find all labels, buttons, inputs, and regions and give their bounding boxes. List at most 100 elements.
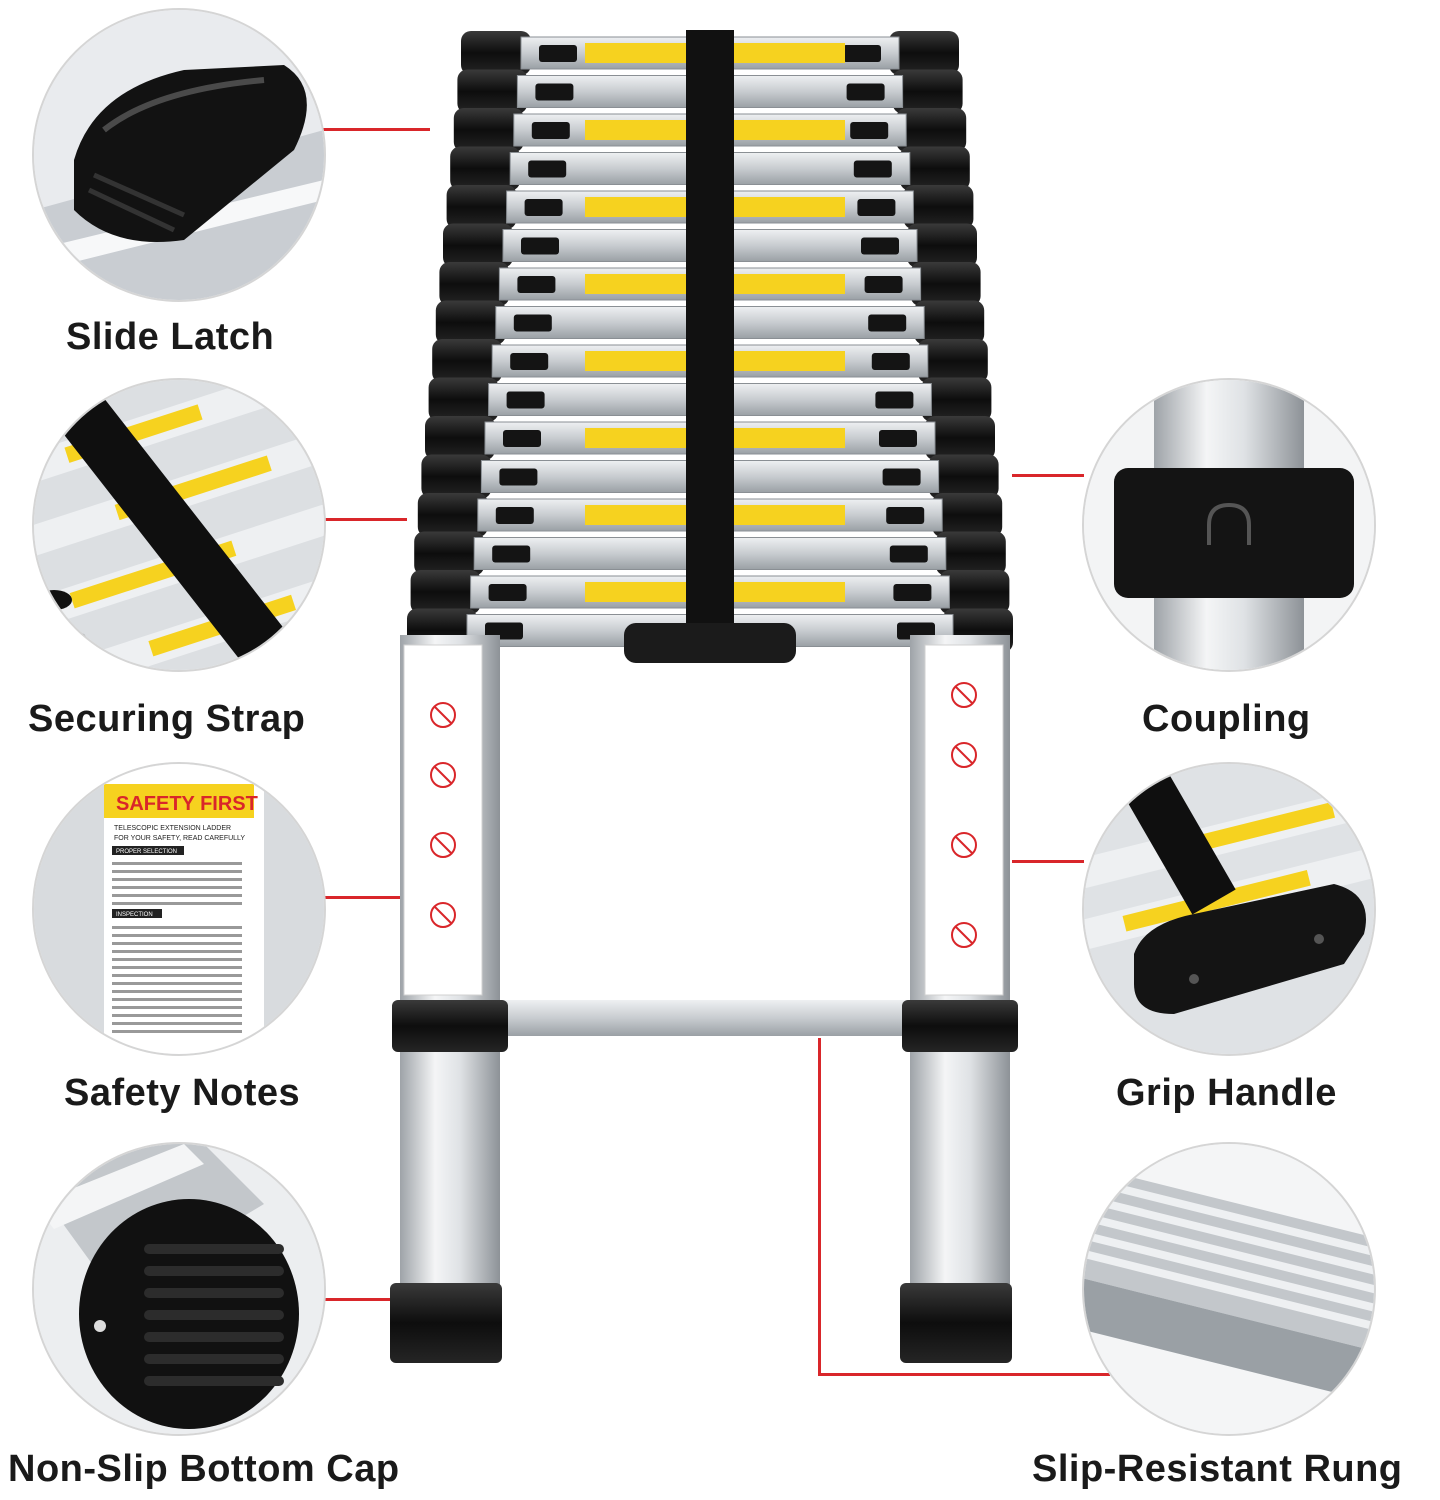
text-line (112, 974, 242, 977)
label-safety-notes: Safety Notes (64, 1072, 301, 1114)
rung-end-cap (492, 545, 531, 563)
text-line (112, 894, 242, 897)
leader-rung-vertical (818, 1038, 821, 1376)
rung-end-cap (535, 83, 574, 101)
rung-end-cap (499, 468, 538, 486)
prohibition-symbol (951, 682, 977, 708)
text-line (112, 902, 242, 905)
text-line (112, 982, 242, 985)
text-line (112, 1030, 242, 1033)
rung-end-cap (864, 276, 903, 293)
stile-coupling (914, 300, 985, 345)
stile-coupling (939, 570, 1010, 614)
rung-end-cap (868, 314, 907, 332)
rung-end-cap (889, 545, 928, 563)
stile-coupling (439, 262, 510, 306)
rung-end-cap (517, 276, 556, 293)
prohibition-slash (955, 686, 973, 704)
stile-coupling (443, 223, 513, 268)
stile-coupling (421, 454, 492, 499)
rung-end-cap (871, 353, 910, 370)
prohibition-symbol (430, 702, 456, 728)
rung-end-cap (495, 507, 534, 524)
label-slide-latch: Slide Latch (66, 316, 275, 358)
leader-bottom-cap (322, 1298, 390, 1301)
text-line (112, 886, 242, 889)
rung-end-cap (513, 314, 552, 332)
stile-coupling (453, 108, 524, 152)
rung-end-cap (857, 199, 896, 216)
stile-coupling (910, 262, 981, 306)
grip-handle-zoom (1082, 762, 1376, 1056)
stile-coupling (917, 339, 988, 383)
stile-coupling (425, 416, 495, 460)
prohibition-slash (434, 766, 452, 784)
prohibition-symbol (951, 742, 977, 768)
stile-coupling (921, 377, 992, 422)
cap-ridge (144, 1244, 284, 1254)
text-line (112, 1022, 242, 1025)
rung-end-cap (843, 45, 881, 62)
leader-rung-horizontal (818, 1373, 1110, 1376)
rung-end-cap (503, 430, 541, 447)
svg-text:FOR YOUR SAFETY, READ CAREFULL: FOR YOUR SAFETY, READ CAREFULLY (114, 835, 245, 842)
stile-coupling (925, 416, 995, 460)
prohibition-slash (434, 836, 452, 854)
coupling-zoom (1082, 378, 1376, 672)
stile-coupling (899, 146, 970, 191)
text-line (112, 958, 242, 961)
prohibition-symbol (430, 762, 456, 788)
rung-end-cap (882, 468, 921, 486)
label-non-slip-bottom-cap: Non-Slip Bottom Cap (8, 1448, 400, 1490)
rung-end-cap (521, 237, 559, 255)
text-line (112, 934, 242, 937)
label-slip-resistant-rung: Slip-Resistant Rung (1032, 1448, 1403, 1490)
rung-end-cap (853, 160, 892, 178)
cap-ridge (144, 1376, 284, 1386)
label-grip-handle: Grip Handle (1116, 1072, 1337, 1114)
rung-end-cap (510, 353, 549, 370)
stile-coupling (450, 146, 521, 191)
rung-end-cap (879, 430, 917, 447)
rung-end-cap (861, 237, 899, 255)
stile-coupling (417, 493, 488, 537)
stile-coupling (892, 69, 963, 114)
label-coupling: Coupling (1142, 698, 1311, 740)
slide-latch-zoom (32, 8, 326, 302)
leader-securing-strap (322, 518, 407, 521)
text-line (112, 950, 242, 953)
stile-coupling (896, 108, 967, 152)
cap-ridge (144, 1288, 284, 1298)
svg-text:PROPER SELECTION: PROPER SELECTION (116, 849, 177, 855)
text-line (112, 870, 242, 873)
rung-end-cap (846, 83, 885, 101)
text-line (112, 926, 242, 929)
slip-resistant-rung-zoom (1082, 1142, 1376, 1436)
stile-coupling (410, 570, 481, 614)
cap-ridge (144, 1354, 284, 1364)
stile-coupling (435, 300, 506, 345)
rung-end-cap (528, 160, 567, 178)
stile-coupling (928, 454, 999, 499)
rung-end-cap (531, 122, 570, 139)
stile-coupling (889, 31, 959, 75)
prohibition-symbol (951, 832, 977, 858)
stile-coupling (932, 493, 1003, 537)
svg-text:INSPECTION: INSPECTION (116, 912, 153, 918)
prohibition-slash (955, 746, 973, 764)
text-line (112, 878, 242, 881)
prohibition-slash (434, 706, 452, 724)
svg-text:TELESCOPIC EXTENSION LADDER: TELESCOPIC EXTENSION LADDER (114, 825, 231, 832)
rung-end-cap (524, 199, 563, 216)
text-line (112, 1014, 242, 1017)
rung-end-cap (886, 507, 925, 524)
rung-end-cap (893, 584, 932, 601)
stile-coupling (935, 531, 1006, 576)
rung-end-cap (506, 391, 545, 409)
bottom-cap-zoom (32, 1142, 326, 1436)
leader-grip-handle (1012, 860, 1084, 863)
stile-coupling (457, 69, 528, 114)
leader-safety-notes (322, 896, 400, 899)
stile-coupling (461, 31, 531, 75)
stile-coupling (907, 223, 977, 268)
